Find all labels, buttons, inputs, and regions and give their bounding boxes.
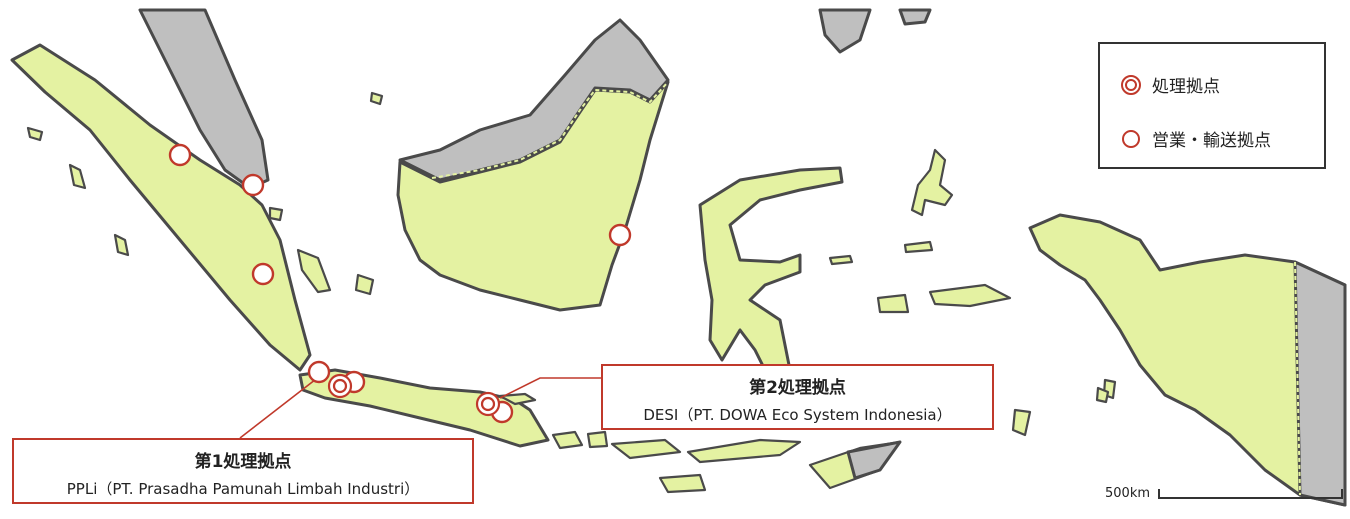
flores bbox=[686, 438, 802, 464]
island-aru bbox=[1011, 408, 1032, 437]
marker-dumai[interactable] bbox=[241, 173, 265, 197]
island-tanimbar bbox=[1095, 386, 1110, 404]
circle-icon bbox=[1122, 129, 1140, 148]
callout-site1: 第1処理拠点 PPLi（PT. Prasadha Pamunah Limbah … bbox=[12, 438, 474, 504]
sumbawa bbox=[610, 438, 682, 460]
island-nias bbox=[68, 163, 87, 190]
marker-balikpapan[interactable] bbox=[608, 223, 632, 247]
marker-site1-ppli[interactable] bbox=[327, 373, 353, 399]
madura bbox=[498, 392, 537, 406]
papua bbox=[1028, 213, 1347, 507]
marker-cilegon[interactable] bbox=[307, 360, 331, 384]
scale-bar: 500km bbox=[1105, 486, 1344, 501]
marker-jambi[interactable] bbox=[251, 262, 275, 286]
island-simeulue bbox=[26, 126, 44, 142]
callout-title: 第1処理拠点 bbox=[194, 452, 292, 472]
island-buru bbox=[876, 293, 910, 314]
callout-site2: 第2処理拠点 DESI（PT. DOWA Eco System Indonesi… bbox=[601, 364, 994, 430]
island-riau bbox=[268, 206, 284, 222]
legend-label: 営業・輸送拠点 bbox=[1152, 131, 1271, 151]
legend-item-sales-transport: 営業・輸送拠点 bbox=[1120, 126, 1271, 151]
marker-site2-desi[interactable] bbox=[475, 391, 501, 417]
legend-label: 処理拠点 bbox=[1152, 77, 1220, 97]
foreign-island-north bbox=[818, 8, 872, 54]
kalimantan-border bbox=[431, 81, 669, 179]
island-sula bbox=[828, 254, 854, 266]
halmahera bbox=[910, 148, 954, 217]
lombok bbox=[586, 430, 609, 449]
callout-title: 第2処理拠点 bbox=[749, 378, 846, 398]
callout-name: DESI（PT. DOWA Eco System Indonesia） bbox=[643, 406, 952, 424]
processing-site-markers bbox=[327, 373, 501, 417]
timor-leste bbox=[846, 440, 902, 480]
papua-border bbox=[1294, 261, 1301, 496]
bali bbox=[551, 430, 584, 450]
papua-new-guinea bbox=[1293, 260, 1347, 507]
map-legend: 処理拠点 営業・輸送拠点 bbox=[1098, 42, 1326, 169]
kalimantan bbox=[396, 80, 670, 312]
callout-line-site1 bbox=[239, 375, 321, 439]
scale-bar-graphic bbox=[1158, 488, 1344, 499]
foreign-island-north-2 bbox=[898, 8, 932, 26]
island-seram bbox=[928, 283, 1012, 308]
island-obi bbox=[903, 240, 934, 254]
island-natuna bbox=[369, 91, 384, 106]
belitung bbox=[354, 273, 375, 296]
double-circle-icon bbox=[1121, 74, 1141, 95]
callout-name: PPLi（PT. Prasadha Pamunah Limbah Industr… bbox=[66, 480, 420, 498]
bangka bbox=[296, 248, 332, 294]
scale-label: 500km bbox=[1105, 486, 1151, 501]
legend-item-processing: 処理拠点 bbox=[1120, 72, 1220, 97]
marker-medan[interactable] bbox=[168, 143, 192, 167]
callout-line-site2 bbox=[499, 377, 601, 399]
island-mentawai bbox=[113, 233, 130, 257]
sumba bbox=[658, 473, 707, 494]
sumatra bbox=[10, 43, 312, 372]
sulawesi bbox=[698, 166, 844, 382]
